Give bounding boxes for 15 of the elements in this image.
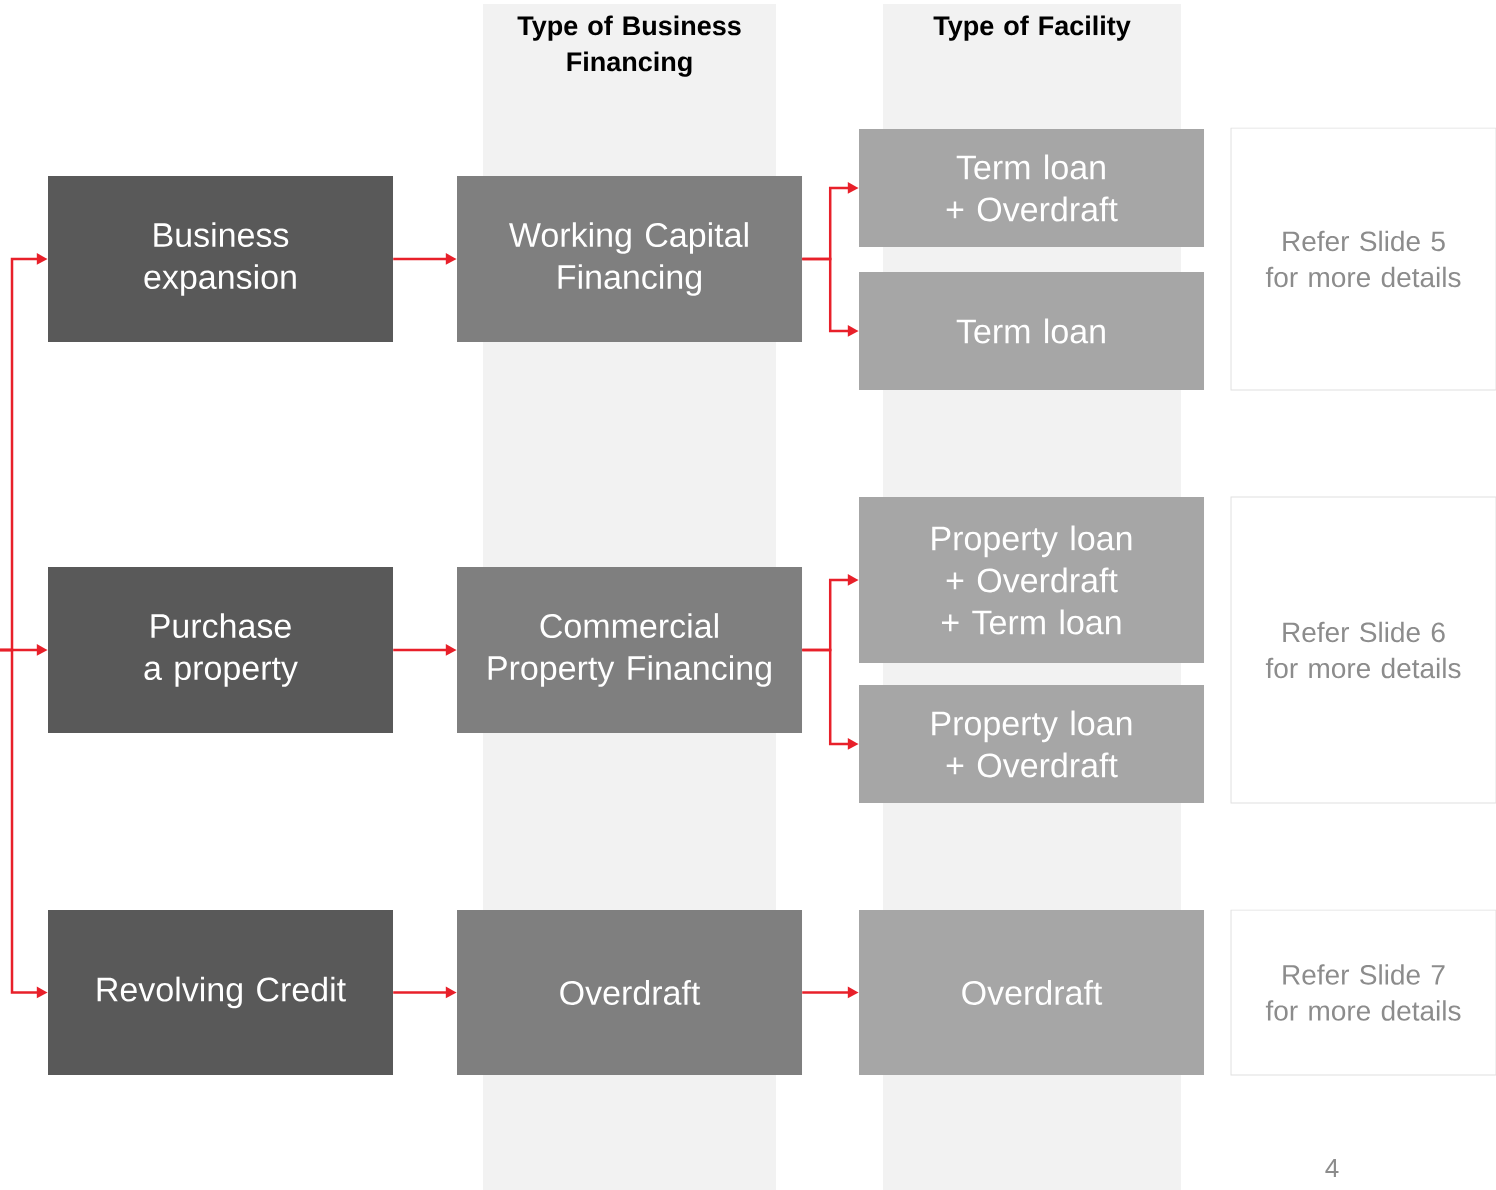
facility-box: Property loan + Overdraft	[859, 685, 1204, 803]
note-box: Refer Slide 7 for more details	[1230, 909, 1496, 1076]
note-box: Refer Slide 5 for more details	[1230, 127, 1496, 391]
step-box: Purchase a property	[48, 567, 393, 733]
facility-box: Overdraft	[859, 910, 1204, 1075]
step-box: Business expansion	[48, 176, 393, 342]
facility-box: Term loan	[859, 272, 1204, 390]
facility-box: Property loan + Overdraft + Term loan	[859, 497, 1204, 663]
page-number: 4	[1325, 1159, 1339, 1177]
step-box: Revolving Credit	[48, 910, 393, 1075]
financing-box: Overdraft	[457, 910, 802, 1075]
financing-box: Working Capital Financing	[457, 176, 802, 342]
financing-box: Commercial Property Financing	[457, 567, 802, 733]
note-box: Refer Slide 6 for more details	[1230, 496, 1496, 804]
facility-box: Term loan + Overdraft	[859, 129, 1204, 247]
